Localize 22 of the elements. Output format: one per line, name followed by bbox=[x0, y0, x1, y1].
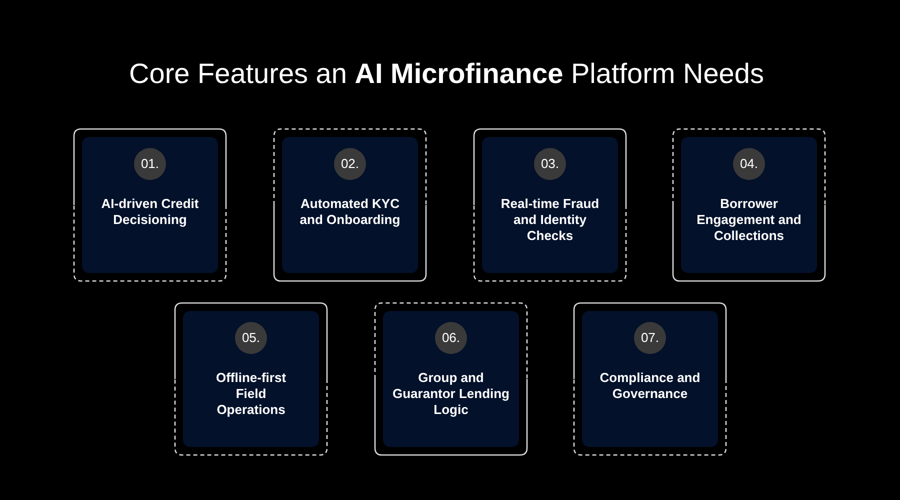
title: Core Features an AI Microfinance Platform Needs bbox=[129, 57, 764, 91]
feature-name: Compliance and Governance bbox=[598, 370, 702, 402]
feature-card bbox=[681, 137, 817, 273]
feature-name: Borrower Engagement and Collections bbox=[696, 196, 802, 244]
feature-card bbox=[482, 137, 618, 273]
feature-card bbox=[183, 311, 319, 447]
feature-name: AI-driven Credit Decisioning bbox=[100, 196, 200, 228]
step-number: 06. bbox=[435, 322, 467, 354]
feature-name: Automated KYC and Onboarding bbox=[298, 196, 402, 228]
step-number: 03. bbox=[534, 148, 566, 180]
step-number: 05. bbox=[235, 322, 267, 354]
step-number: 01. bbox=[134, 148, 166, 180]
feature-card bbox=[383, 311, 519, 447]
step-number: 04. bbox=[733, 148, 765, 180]
step-number: 07. bbox=[634, 322, 666, 354]
feature-name: Offline-first Field Operations bbox=[214, 370, 288, 418]
step-number: 02. bbox=[334, 148, 366, 180]
feature-card bbox=[282, 137, 418, 273]
feature-name: Real-time Fraud and Identity Checks bbox=[500, 196, 600, 244]
feature-name: Group and Guarantor Lending Logic bbox=[392, 370, 510, 418]
feature-card bbox=[82, 137, 218, 273]
feature-card bbox=[582, 311, 718, 447]
